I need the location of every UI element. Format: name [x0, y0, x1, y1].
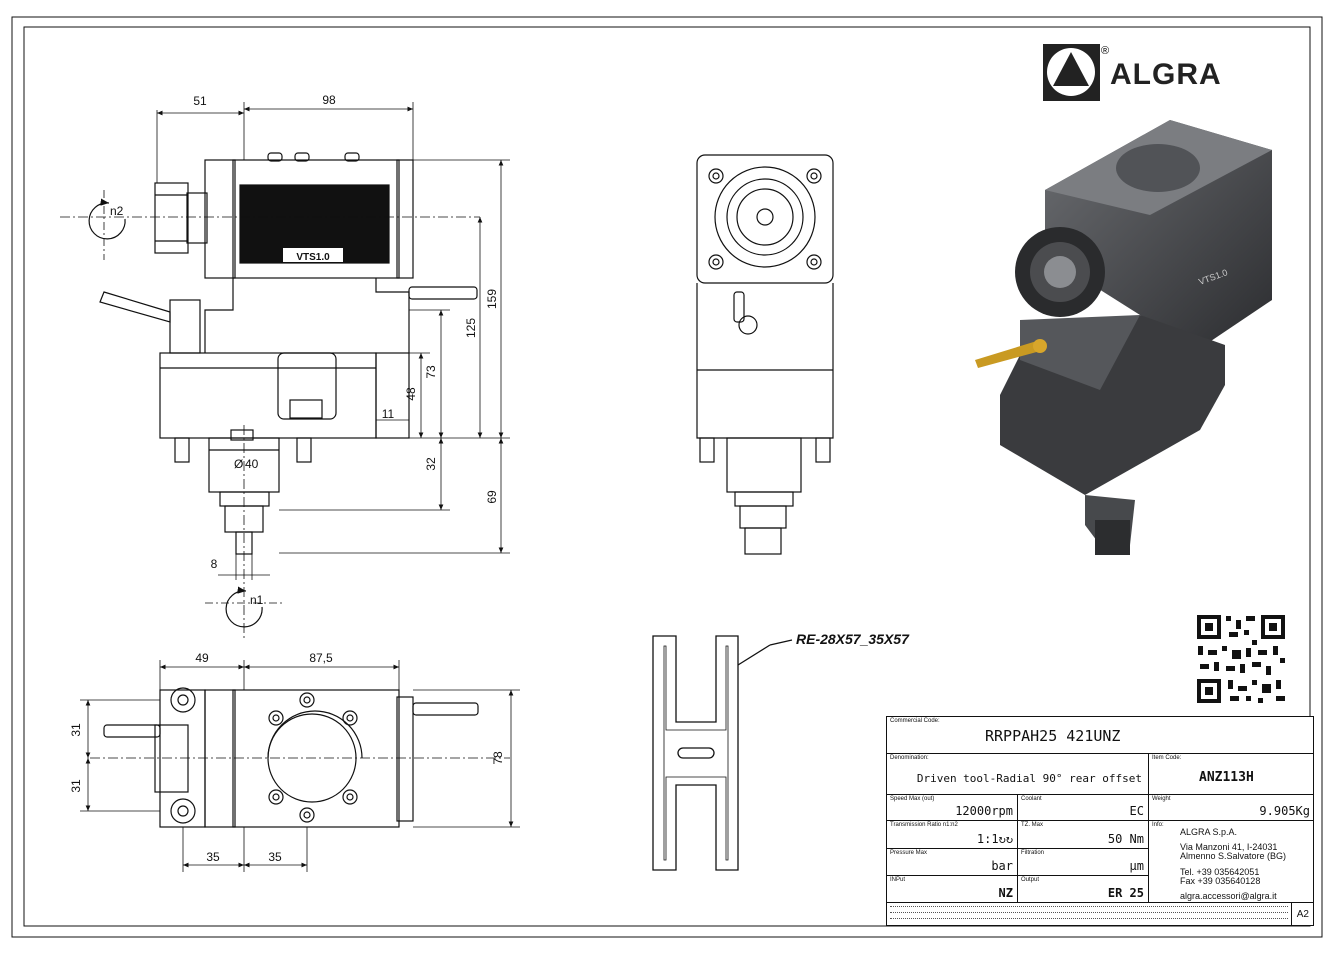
logo-brand: ALGRA — [1110, 58, 1222, 91]
speed-cell: Speed Max (out) 12000rpm — [887, 795, 1018, 821]
dim-73: 73 — [424, 365, 438, 379]
denomination-label: Denomination: — [890, 755, 929, 761]
input-cell: INPut NZ — [887, 876, 1018, 903]
dim-159: 159 — [485, 289, 499, 309]
inner-border — [23, 26, 1311, 927]
filtration-cell: Filtration µm — [1018, 849, 1149, 876]
rotation-n1-label: n1 — [250, 593, 264, 607]
commercial-code-cell: Commercial Code: RRPPAH25 421UNZ — [887, 717, 1314, 754]
outer-border — [11, 16, 1323, 938]
ratio-label: Transmission Ratio n1:n2 — [890, 822, 958, 828]
front-view-dimensions — [156, 102, 510, 580]
email: algra.accessori@algra.it — [1180, 891, 1277, 901]
dim-32: 32 — [424, 457, 438, 471]
dim-31-lower: 31 — [69, 779, 83, 793]
disclaimer-strip — [887, 903, 1292, 925]
info-label: Info: — [1152, 822, 1164, 828]
dim-8: 8 — [211, 557, 218, 571]
torque-label: TZ. Max — [1021, 822, 1043, 828]
coolant-label: Coolant — [1021, 796, 1042, 802]
torque-value: 50 Nm — [1107, 832, 1144, 846]
ratio-value: 1:1↻↻ — [976, 832, 1013, 846]
registered-mark: ® — [1101, 45, 1109, 57]
commercial-code-value: RRPPAH25 421UNZ — [985, 727, 1121, 745]
body-marking: VTS1.0 — [296, 252, 330, 263]
commercial-code-label: Commercial Code: — [890, 718, 940, 724]
denomination-value: Driven tool-Radial 90° rear offset — [916, 772, 1142, 785]
fax: Fax +39 035640128 — [1180, 876, 1261, 886]
side-view — [696, 154, 834, 555]
sheet-size: A2 — [1296, 909, 1309, 920]
rotation-n2-label: n2 — [110, 204, 124, 218]
isometric-render: VTS1.0 — [975, 120, 1272, 555]
top-view — [90, 687, 510, 828]
front-view-dimension-labels: 51 98 159 125 73 48 11 32 69 Ø 40 8 — [193, 93, 499, 571]
rotation-n2-symbol — [88, 190, 126, 260]
item-code-cell: Item Code: ANZ113H — [1149, 754, 1314, 795]
telephone: Tel. +39 035642051 — [1180, 867, 1260, 877]
speed-label: Speed Max (out) — [890, 796, 935, 802]
dim-78: 78 — [491, 751, 505, 765]
title-block: Commercial Code: RRPPAH25 421UNZ Denomin… — [886, 716, 1314, 926]
company-name: ALGRA S.p.A. — [1180, 827, 1238, 837]
address-line-2: Almenno S.Salvatore (BG) — [1180, 851, 1287, 861]
algra-logo: ALGRA ® — [1043, 44, 1222, 101]
top-view-dimensions — [80, 660, 520, 872]
dim-49: 49 — [195, 651, 209, 665]
pressure-label: Pressure Max — [890, 850, 928, 856]
dim-35-right: 35 — [268, 850, 282, 864]
weight-label: Weight — [1152, 796, 1171, 802]
input-value: NZ — [998, 886, 1013, 900]
profile-callout: RE-28X57_35X57 — [796, 631, 910, 647]
item-code-value: ANZ113H — [1199, 770, 1254, 785]
rotation-n1-symbol — [205, 586, 285, 628]
speed-value: 12000rpm — [955, 804, 1013, 818]
address-line-1: Via Manzoni 41, I-24031 — [1180, 842, 1278, 852]
dim-69: 69 — [485, 490, 499, 504]
output-cell: Output ER 25 — [1018, 876, 1149, 903]
pressure-value: bar — [991, 859, 1013, 873]
dim-48: 48 — [404, 387, 418, 401]
dim-35-left: 35 — [206, 850, 220, 864]
dim-125: 125 — [464, 318, 478, 338]
front-view: VTS1.0 — [60, 152, 480, 640]
dim-diameter-40-symbol: Ø — [234, 457, 243, 471]
dim-87-5: 87,5 — [309, 651, 333, 665]
ratio-cell: Transmission Ratio n1:n2 1:1↻↻ — [887, 821, 1018, 849]
output-label: Output — [1021, 877, 1040, 883]
dim-11: 11 — [382, 407, 395, 421]
top-view-dimension-labels: 49 87,5 31 31 78 35 35 — [69, 651, 505, 864]
weight-cell: Weight 9.905Kg — [1149, 795, 1314, 821]
item-code-label: Item Code: — [1152, 755, 1182, 761]
dim-40: 40 — [245, 457, 259, 471]
coolant-cell: Coolant EC — [1018, 795, 1149, 821]
torque-cell: TZ. Max 50 Nm — [1018, 821, 1149, 849]
info-cell: Info: ALGRA S.p.A. Via Manzoni 41, I-240… — [1149, 821, 1314, 903]
coolant-value: EC — [1129, 804, 1144, 818]
dim-98: 98 — [322, 93, 336, 107]
weight-value: 9.905Kg — [1259, 804, 1310, 818]
filtration-label: Filtration — [1021, 850, 1045, 856]
filtration-value: µm — [1129, 859, 1144, 873]
qr-code — [1196, 614, 1286, 704]
dim-51: 51 — [193, 94, 207, 108]
pressure-cell: Pressure Max bar — [887, 849, 1018, 876]
denomination-cell: Denomination: Driven tool-Radial 90° rea… — [887, 754, 1149, 795]
input-label: INPut — [890, 877, 906, 883]
dim-31-upper: 31 — [69, 723, 83, 737]
output-value: ER 25 — [1107, 886, 1144, 900]
extension-profile — [652, 635, 793, 871]
